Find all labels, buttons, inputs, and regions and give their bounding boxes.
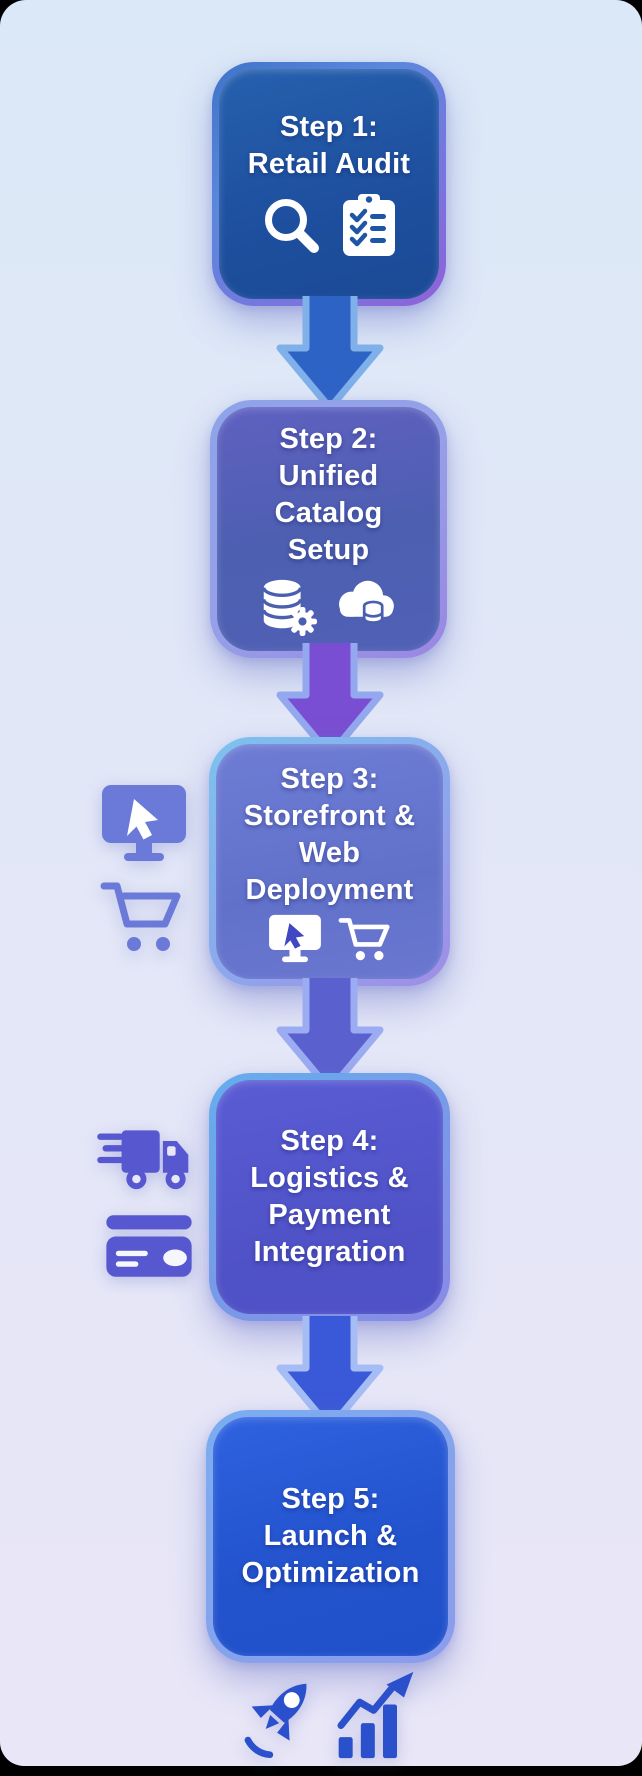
step-2-icon-row <box>256 575 402 637</box>
step-1-box-inner: Step 1: Retail Audit <box>219 69 439 299</box>
step-5-title: Step 5: Launch & Optimization <box>241 1483 420 1589</box>
step-3-title: Step 3: Storefront & Web Deployment <box>243 762 416 906</box>
step-1-box: Step 1: Retail Audit <box>212 62 446 306</box>
cloud-database-icon <box>338 580 394 624</box>
shopping-cart-icon <box>100 882 181 951</box>
clipboard-checklist-icon <box>343 194 395 256</box>
step-4-box-inner: Step 4: Logistics & Payment Integration <box>216 1080 443 1314</box>
step-2-title: Step 2: Unified Catalog Setup <box>274 423 383 566</box>
step-5-box-inner: Step 5: Launch & Optimization <box>213 1417 448 1656</box>
database-gear-icon <box>261 579 317 637</box>
rocket-icon <box>244 1683 307 1759</box>
arrow-step1-to-step2 <box>276 296 384 412</box>
step-2-box: Step 2: Unified Catalog Setup <box>210 400 447 658</box>
step-5-box: Step 5: Launch & Optimization <box>206 1410 455 1663</box>
shopping-cart-icon <box>338 917 390 960</box>
step-4-title: Step 4: Logistics & Payment Integration <box>250 1125 409 1268</box>
step-4-box: Step 4: Logistics & Payment Integration <box>209 1073 450 1321</box>
credit-card-icon <box>106 1215 192 1277</box>
step-3-box: Step 3: Storefront & Web Deployment <box>209 737 450 986</box>
step-1-title: Step 1: Retail Audit <box>247 111 411 180</box>
growth-bar-chart-icon <box>337 1671 414 1759</box>
monitor-cursor-icon <box>102 785 186 861</box>
step-2-box-inner: Step 2: Unified Catalog Setup <box>217 407 440 651</box>
search-icon <box>265 199 319 253</box>
step-3-box-inner: Step 3: Storefront & Web Deployment <box>216 744 443 979</box>
step-3-icon-row <box>267 913 393 963</box>
monitor-cursor-icon <box>268 914 321 962</box>
step-1-icon-row <box>260 193 398 259</box>
delivery-truck-icon <box>97 1130 189 1190</box>
